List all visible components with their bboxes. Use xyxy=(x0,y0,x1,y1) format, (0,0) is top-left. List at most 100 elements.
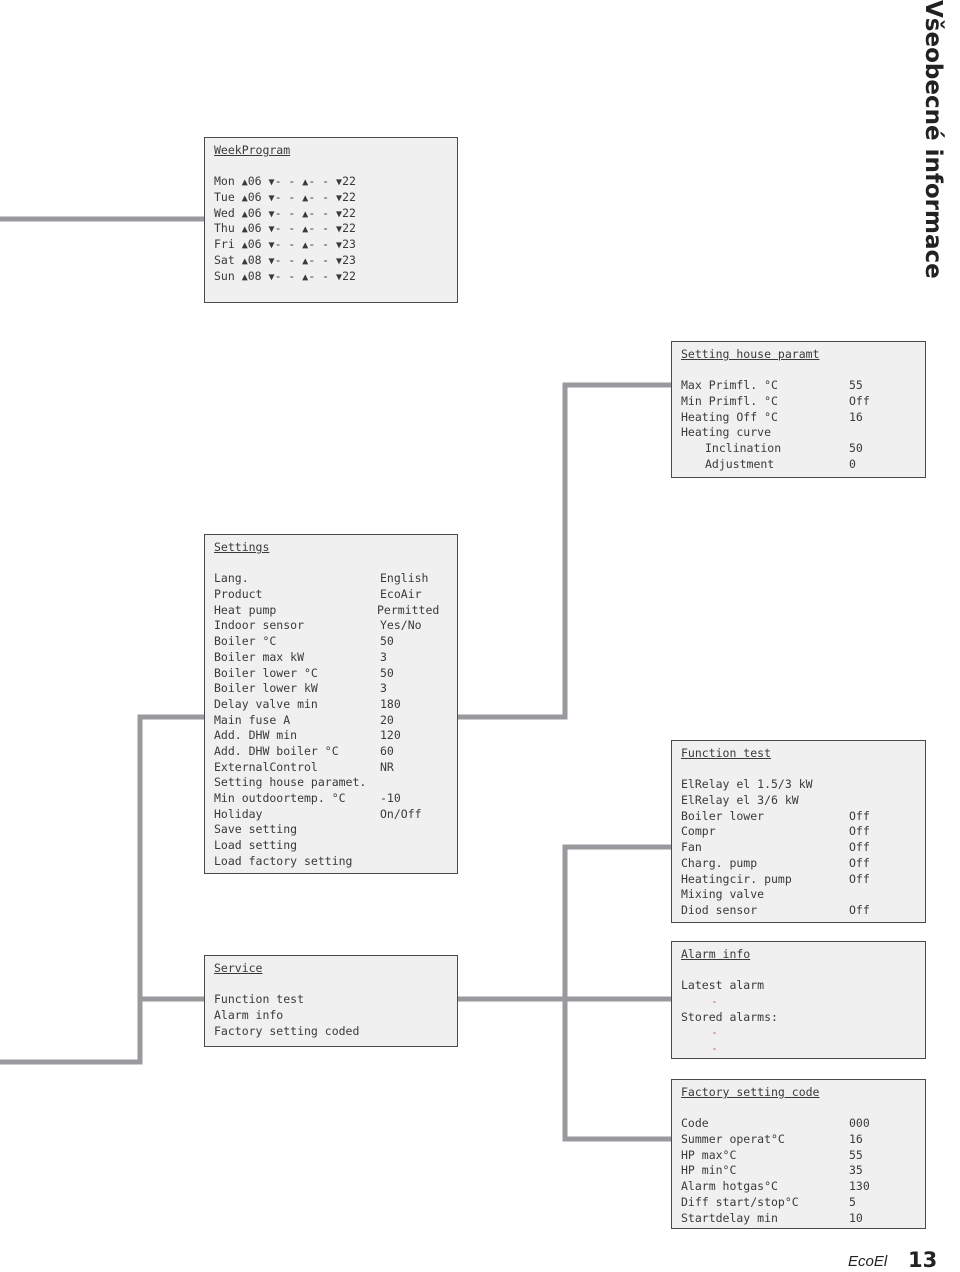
param-label: Compr xyxy=(681,824,716,839)
param-value: 55 xyxy=(849,378,863,393)
param-value: 3 xyxy=(380,649,387,664)
week-row: Mon ▲06 ▼- - ▲- - ▼22 xyxy=(214,174,448,190)
day-label: Sat xyxy=(214,252,235,267)
param-value: 50 xyxy=(849,441,863,456)
triangle-down-icon: ▼ xyxy=(268,255,275,267)
stored-alarm-value: - xyxy=(711,1041,718,1056)
param-label: Save setting xyxy=(214,822,298,837)
service-title: Service xyxy=(214,961,263,975)
triangle-down-icon: ▼ xyxy=(268,271,275,283)
triangle-down-icon: ▼ xyxy=(268,177,275,189)
triangle-down-icon: ▼ xyxy=(268,208,275,220)
day-label: Mon xyxy=(214,174,235,189)
param-value: 20 xyxy=(380,712,394,727)
triangle-up-icon: ▲ xyxy=(241,240,248,252)
stop-time-1: - - xyxy=(274,268,296,283)
param-row: Load setting xyxy=(214,838,448,854)
param-label: Diff start/stop°C xyxy=(681,1194,799,1209)
stop-time: 22 xyxy=(342,268,356,283)
param-label: Lang. xyxy=(214,571,249,586)
week-row: Sat ▲08 ▼- - ▲- - ▼23 xyxy=(214,253,448,269)
param-row: Min outdoortemp. °C-10 xyxy=(214,791,448,807)
param-value: On/Off xyxy=(380,806,422,821)
param-label: Load factory setting xyxy=(214,853,353,868)
param-value: Off xyxy=(849,824,870,839)
param-label: ExternalControl xyxy=(214,759,318,774)
connector-main-settings xyxy=(0,714,207,1065)
stop-time: 22 xyxy=(342,174,356,189)
week-row: Tue ▲06 ▼- - ▲- - ▼22 xyxy=(214,190,448,206)
param-row: Compr Off xyxy=(681,824,916,840)
param-label: Heating curve xyxy=(681,425,772,440)
param-row: Mixing valve xyxy=(681,887,916,903)
triangle-down-icon: ▼ xyxy=(336,177,343,189)
start-time: 08 xyxy=(247,268,262,283)
param-row: Boiler lower °C 50 xyxy=(214,666,448,682)
start-time: 08 xyxy=(247,252,262,267)
connector-service-function xyxy=(562,844,674,1002)
param-row: Max Primfl. °C 55 xyxy=(681,378,916,394)
param-label: Code xyxy=(681,1116,709,1131)
param-row: Boiler max kW 3 xyxy=(214,650,448,666)
service-item-factory-setting: Factory setting coded xyxy=(214,1023,360,1038)
alarm-info-title: Alarm info xyxy=(681,947,751,961)
triangle-down-icon: ▼ xyxy=(336,240,343,252)
param-value: NR xyxy=(380,759,394,774)
triangle-down-icon: ▼ xyxy=(336,255,343,267)
week-program-title: WeekProgram xyxy=(214,143,291,157)
param-label: Boiler max kW xyxy=(214,649,305,664)
param-label: Boiler °C xyxy=(214,634,277,649)
triangle-up-icon: ▲ xyxy=(302,208,309,220)
start-time: 06 xyxy=(247,190,262,205)
function-test-title: Function test xyxy=(681,746,772,760)
triangle-up-icon: ▲ xyxy=(302,193,309,205)
param-label: HP max°C xyxy=(681,1147,737,1162)
param-label: Product xyxy=(214,587,263,602)
stop-time-1: - - xyxy=(274,205,296,220)
week-row: Fri ▲06 ▼- - ▲- - ▼23 xyxy=(214,237,448,253)
day-label: Sun xyxy=(214,268,235,283)
triangle-down-icon: ▼ xyxy=(336,271,343,283)
stop-time-1: - - xyxy=(274,252,296,267)
week-row: Wed ▲06 ▼- - ▲- - ▼22 xyxy=(214,206,448,222)
footer-brand: EcoEl xyxy=(848,1253,888,1270)
param-row: Main fuse A 20 xyxy=(214,713,448,729)
triangle-up-icon: ▲ xyxy=(241,271,248,283)
param-value: 50 xyxy=(380,665,394,680)
param-label: Fan xyxy=(681,840,702,855)
param-label: Max Primfl. °C xyxy=(681,378,778,393)
param-label: Main fuse A xyxy=(214,712,291,727)
day-label: Tue xyxy=(214,190,235,205)
param-value: Off xyxy=(849,855,870,870)
param-value: 000 xyxy=(849,1116,870,1131)
stop-time-1: - - xyxy=(274,174,296,189)
param-label: Adjustment xyxy=(705,456,775,471)
week-row: Thu ▲06 ▼- - ▲- - ▼22 xyxy=(214,221,448,237)
param-label: Boiler lower xyxy=(681,808,765,823)
triangle-down-icon: ▼ xyxy=(336,208,343,220)
param-value: Off xyxy=(849,840,870,855)
param-label: Boiler lower °C xyxy=(214,665,318,680)
section-title: Všeobecné informace xyxy=(920,0,946,279)
settings-title: Settings xyxy=(214,540,270,554)
stop-time-1: - - xyxy=(274,221,296,236)
param-label: Min Primfl. °C xyxy=(681,394,778,409)
param-value: 10 xyxy=(849,1210,863,1225)
stop-time: 23 xyxy=(342,237,356,252)
param-value: 16 xyxy=(849,1132,863,1147)
day-label: Thu xyxy=(214,221,235,236)
